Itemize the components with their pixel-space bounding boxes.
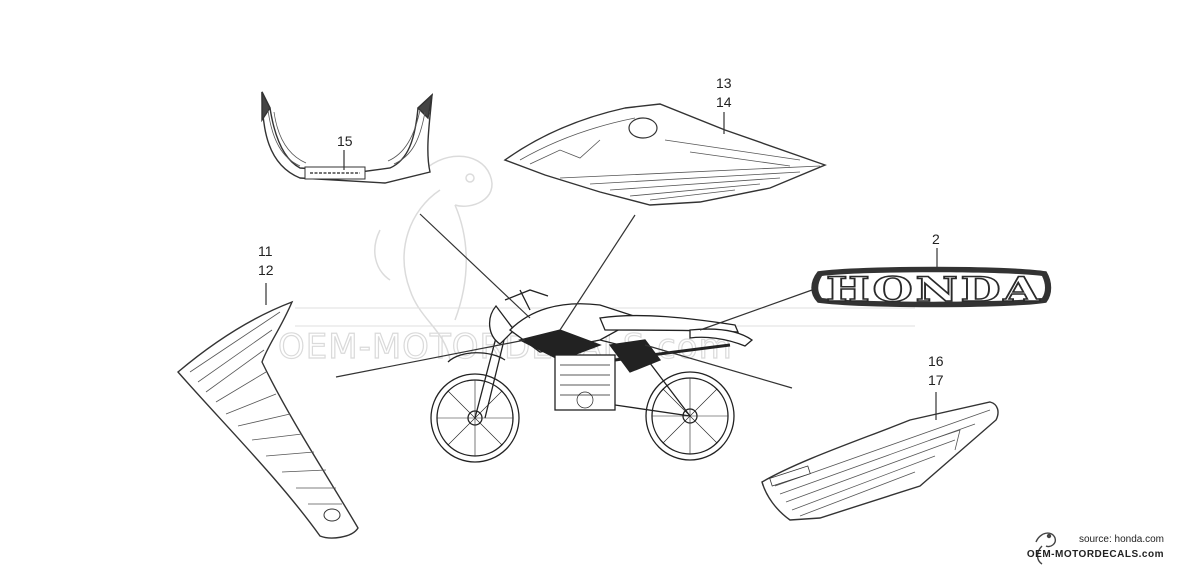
decal-part-16-17[interactable]: [761, 401, 999, 521]
callout-14: 14: [716, 94, 732, 110]
callout-17: 17: [928, 372, 944, 388]
decal-part-11-12[interactable]: [177, 300, 359, 539]
motorcycle-illustration: [430, 289, 754, 463]
decal-part-13-14[interactable]: [503, 103, 827, 206]
watermark-bird-icon: [374, 155, 493, 361]
callout-2: 2: [932, 231, 940, 247]
footer-credit: source: honda.com OEM-MOTORDECALS.com: [1027, 534, 1164, 560]
footer-bird-icon: [1035, 532, 1057, 565]
callout-11: 11: [258, 243, 273, 259]
decal-part-2-honda-emblem[interactable]: HONDA: [811, 266, 1052, 311]
pointer-lines: [335, 213, 813, 389]
brand-text: OEM-MOTORDECALS.com: [1026, 549, 1164, 560]
source-text: source: honda.com: [1078, 534, 1164, 545]
callout-15: 15: [337, 133, 353, 149]
callout-13: 13: [716, 75, 732, 91]
callout-16: 16: [928, 353, 944, 369]
decal-part-15[interactable]: [261, 91, 434, 184]
honda-emblem-text: HONDA: [826, 270, 1042, 310]
callout-12: 12: [258, 262, 274, 278]
front-wheel: [430, 373, 520, 463]
